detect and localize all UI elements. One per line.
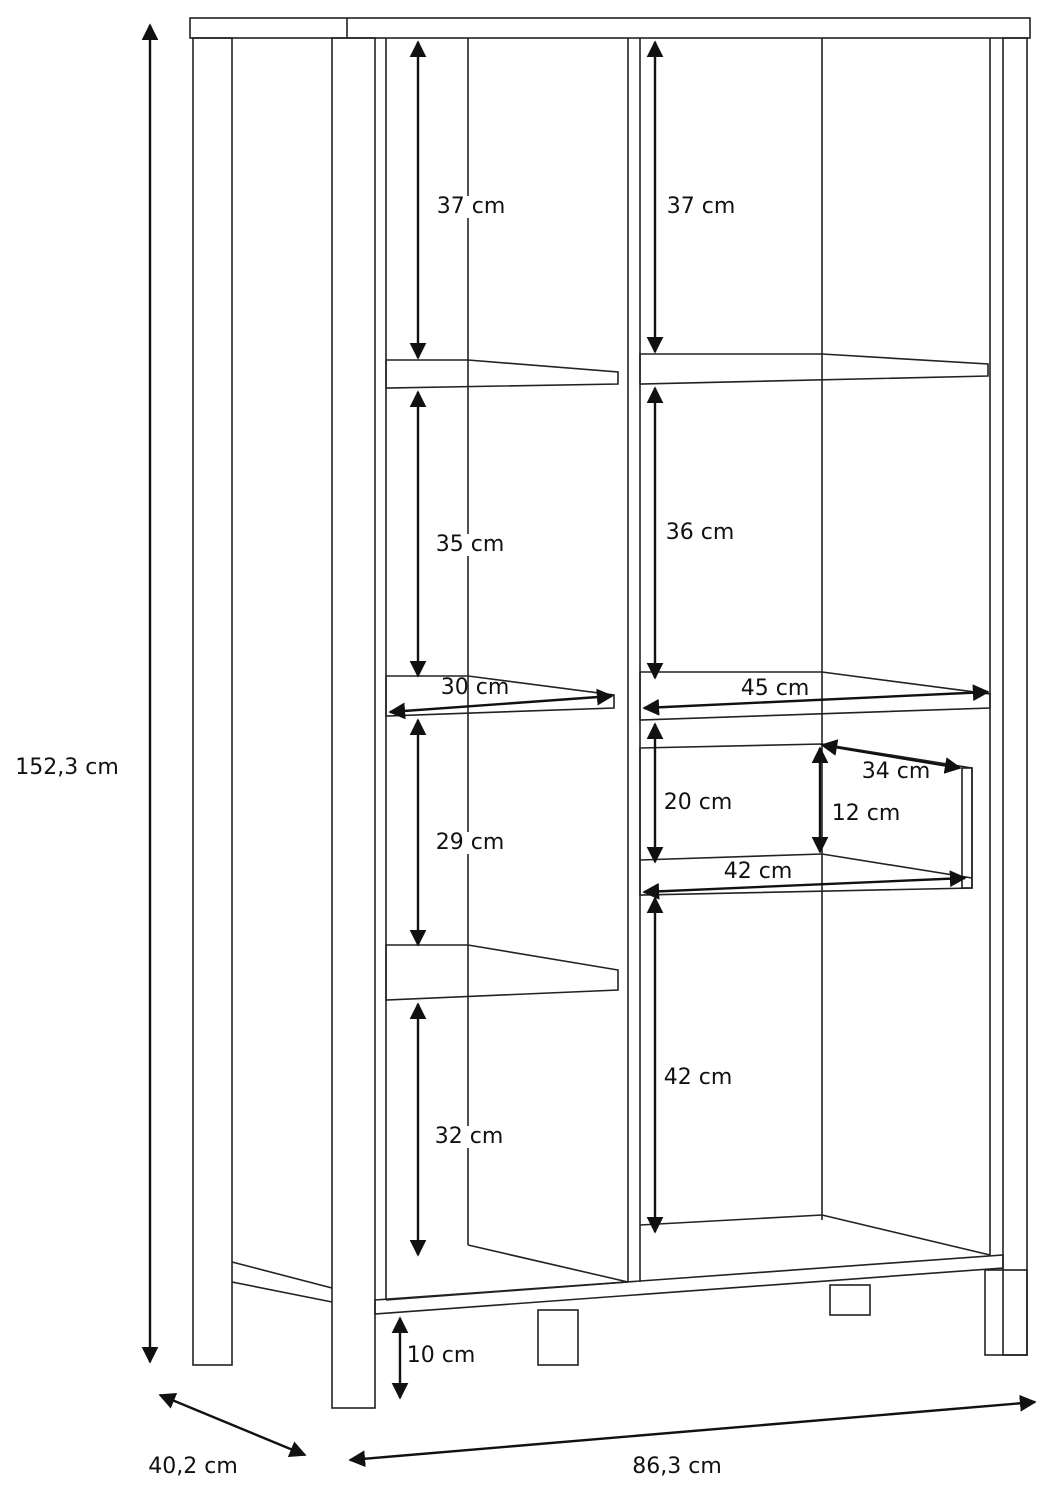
label-right-bottom: 42 cm <box>662 1065 734 1090</box>
label-drawer-opening: 20 cm <box>662 790 734 815</box>
top-panel <box>189 17 1031 39</box>
label-right-shelf-width: 45 cm <box>740 676 810 701</box>
dim-width <box>348 1394 1037 1468</box>
label-left-c1: 37 cm <box>435 194 507 219</box>
label-right-c1: 37 cm <box>665 194 737 219</box>
front-right-leg <box>1002 37 1028 1356</box>
dim-depth <box>158 1393 307 1457</box>
label-left-c2: 35 cm <box>434 532 506 557</box>
back-left-leg <box>192 37 233 1366</box>
label-width-total: 86,3 cm <box>631 1454 723 1479</box>
label-right-c2: 36 cm <box>664 520 736 545</box>
label-depth-total: 40,2 cm <box>147 1454 239 1479</box>
label-left-c4: 32 cm <box>433 1124 505 1149</box>
label-drawer-width: 42 cm <box>723 859 793 884</box>
label-left-c3: 29 cm <box>434 830 506 855</box>
label-drawer-height: 12 cm <box>830 801 902 826</box>
front-left-leg <box>331 37 376 1409</box>
label-height-total: 152,3 cm <box>14 755 120 780</box>
label-drawer-depth: 34 cm <box>861 759 931 784</box>
label-left-shelf-depth: 30 cm <box>440 675 510 700</box>
label-leg-height: 10 cm <box>405 1343 477 1368</box>
